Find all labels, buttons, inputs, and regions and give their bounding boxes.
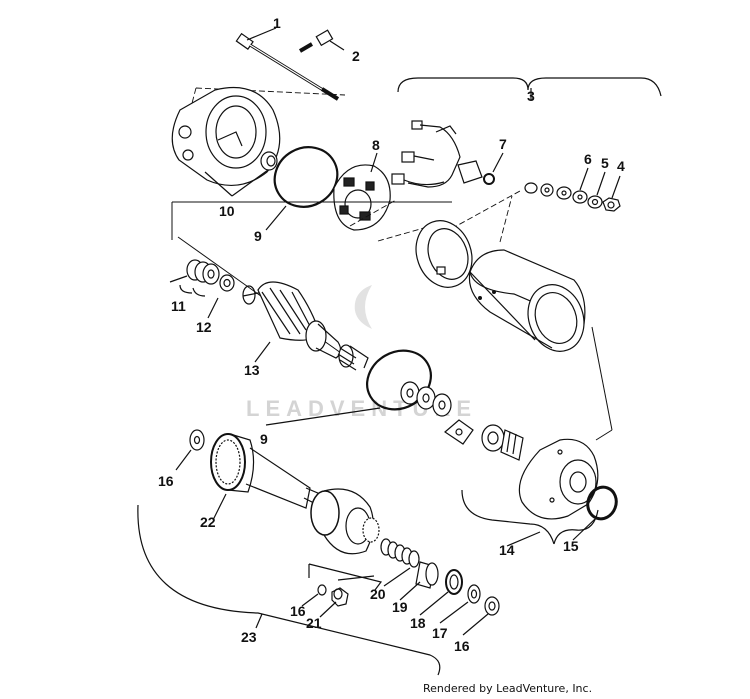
overrunning-clutch	[310, 488, 380, 555]
front-bracket	[518, 438, 599, 520]
callout-18: 18	[410, 615, 426, 631]
callout-1: 1	[273, 15, 281, 31]
callout-2: 2	[352, 48, 360, 64]
through-bolt	[235, 32, 340, 101]
callout-16-lower: 16	[454, 638, 470, 654]
yoke-field-frame	[468, 249, 586, 352]
retainer-ring-washers	[445, 569, 500, 616]
screw	[298, 29, 334, 53]
callout-9-upper: 9	[254, 228, 262, 244]
render-credit: Rendered by LeadVenture, Inc.	[423, 682, 593, 695]
sleeve	[415, 561, 439, 589]
brush-holder-assembly	[391, 120, 483, 188]
spring	[380, 538, 420, 568]
callout-14: 14	[499, 542, 515, 558]
callout-8: 8	[372, 137, 380, 153]
rear-end-housing	[171, 86, 281, 186]
pin-and-washer	[317, 584, 349, 607]
callout-5: 5	[601, 155, 609, 171]
callout-11: 11	[171, 298, 186, 314]
callout-16-upper: 16	[158, 473, 174, 489]
callout-7: 7	[499, 136, 507, 152]
callout-21: 21	[306, 615, 322, 631]
callout-17: 17	[432, 625, 448, 641]
callout-12: 12	[196, 319, 212, 335]
callout-20: 20	[370, 586, 386, 602]
callout-22: 22	[200, 514, 216, 530]
end-cover-ring	[415, 220, 473, 288]
callout-23: 23	[241, 629, 257, 645]
washer-series	[400, 381, 524, 461]
callout-6: 6	[584, 151, 592, 167]
callout-16-middle: 16	[290, 603, 306, 619]
callout-13: 13	[244, 362, 260, 378]
o-ring-lower	[366, 349, 432, 411]
callout-19: 19	[392, 599, 408, 615]
callout-10: 10	[219, 203, 235, 219]
clutch-gear-assembly	[210, 433, 321, 509]
callout-labels: 1 2 3 4 5 6 7 8 9 10 11 12 13 9 14 15 16…	[158, 15, 625, 654]
bearing-washers	[186, 259, 235, 292]
small-o-ring	[483, 173, 495, 185]
callout-15: 15	[563, 538, 579, 554]
callout-4: 4	[617, 158, 625, 174]
washer-nut-stack	[524, 182, 621, 212]
brush-plate	[333, 164, 391, 231]
armature	[242, 281, 369, 371]
washer-16-upper	[189, 429, 205, 451]
callout-3: 3	[527, 88, 535, 104]
callout-9-lower: 9	[260, 431, 268, 447]
front-o-ring	[586, 485, 618, 521]
